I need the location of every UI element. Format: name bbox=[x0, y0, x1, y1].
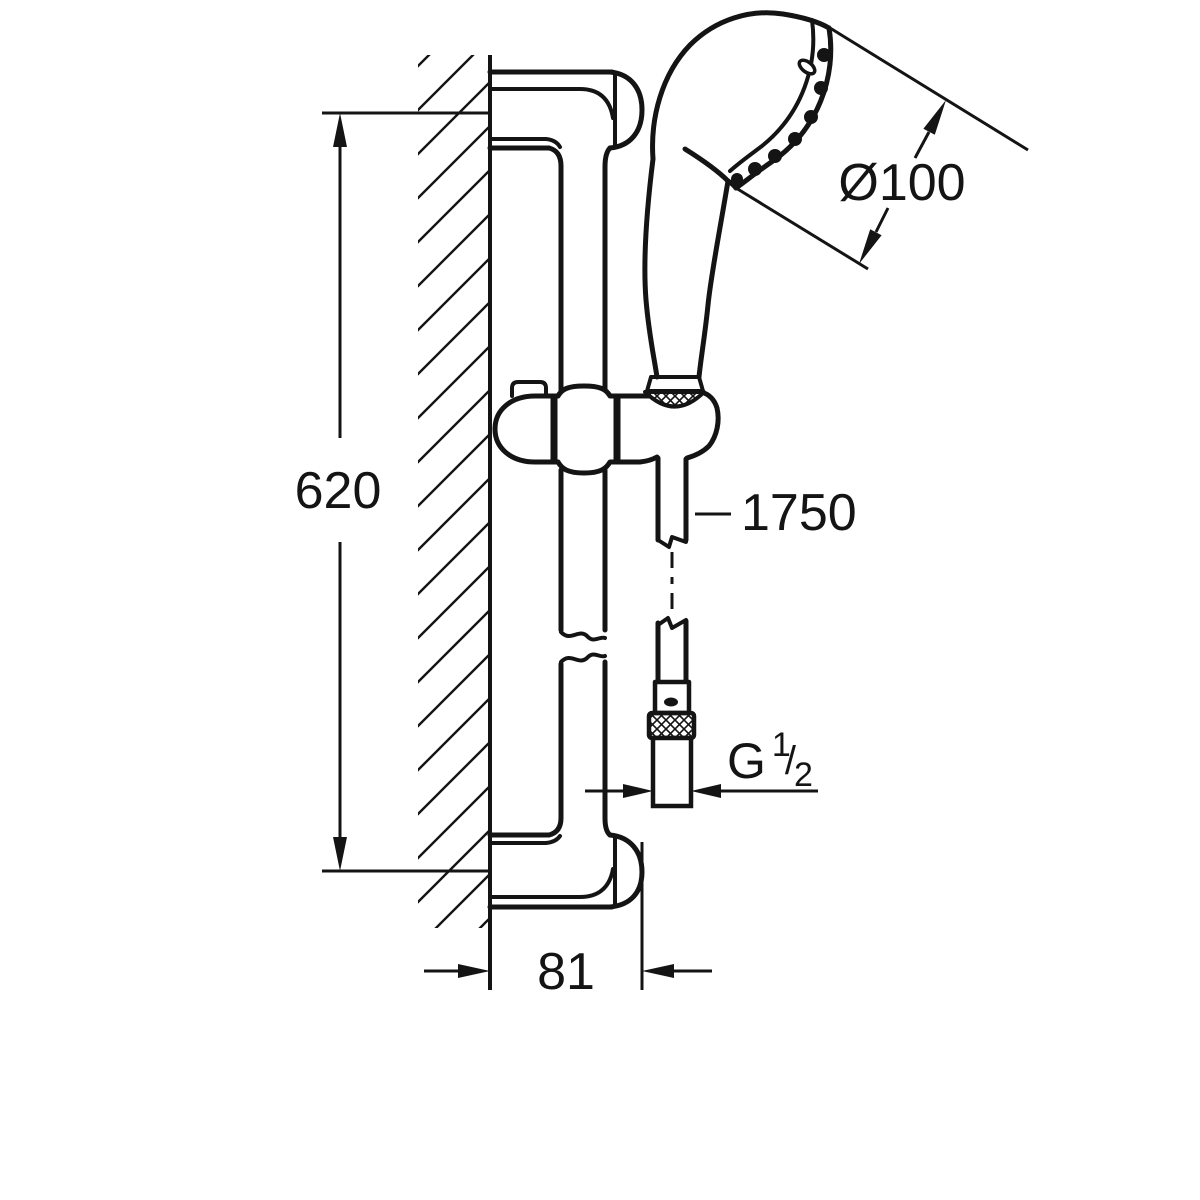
hand-shower bbox=[642, 10, 834, 409]
slider-bottom-edge bbox=[555, 454, 660, 476]
rail-left-edge-lower bbox=[546, 661, 564, 838]
rail-right-edge-lower bbox=[602, 659, 613, 838]
holder-right-lobe bbox=[684, 389, 721, 461]
hose-upper-section bbox=[655, 455, 689, 543]
thread-denominator: 2 bbox=[794, 756, 813, 794]
arrowhead-left-icon bbox=[691, 784, 721, 798]
hose-coupling-body bbox=[652, 679, 692, 716]
dimension-hose-length: 1750 bbox=[695, 484, 857, 542]
slider-left-cap bbox=[492, 393, 561, 465]
rail-left-edge-upper bbox=[546, 145, 564, 395]
top-bracket-inner-line bbox=[488, 87, 615, 120]
rail-mid-section bbox=[558, 467, 608, 633]
spray-nozzles bbox=[731, 48, 831, 185]
thread-slash: / bbox=[785, 739, 797, 783]
wall-section bbox=[418, 55, 492, 990]
bottom-bracket-top-inner-line bbox=[488, 834, 562, 845]
hose-break-lower-edge bbox=[656, 616, 688, 630]
shower-rail bbox=[487, 69, 645, 910]
arrowhead-left2-icon bbox=[642, 964, 674, 978]
slider-holder bbox=[492, 380, 721, 476]
handle-knurled-nut bbox=[643, 390, 706, 409]
rail-offset-label: 81 bbox=[537, 943, 595, 1001]
rail-break-lower-edge bbox=[559, 652, 607, 664]
arrowhead-down-icon bbox=[333, 837, 347, 871]
hose-thread-connector bbox=[650, 735, 694, 809]
dimension-head-diameter: Ø100 bbox=[735, 26, 1029, 271]
bottom-bracket-inner-line bbox=[488, 867, 615, 899]
handle-left-edge bbox=[642, 156, 660, 380]
head-pivot-hole bbox=[797, 58, 817, 76]
hose-knurled-nut bbox=[646, 710, 697, 741]
hose-break-upper-edge bbox=[656, 535, 688, 549]
arrowhead-right2-icon bbox=[458, 964, 490, 978]
top-bracket-bottom-inner-line bbox=[488, 137, 562, 149]
slider-top-edge bbox=[555, 383, 652, 399]
rail-height-label: 620 bbox=[295, 462, 382, 520]
wall-hatching bbox=[418, 55, 490, 928]
head-back-curve bbox=[650, 10, 832, 162]
arrowhead-lower-icon bbox=[859, 229, 882, 264]
extension-line-upper bbox=[829, 26, 1029, 152]
arrowhead-right-icon bbox=[623, 784, 653, 798]
thread-numerator: 1 bbox=[772, 726, 791, 764]
hose-length-label: 1750 bbox=[741, 484, 857, 542]
arrowhead-upper-icon bbox=[923, 100, 946, 135]
arrowhead-up-icon bbox=[333, 113, 347, 147]
dimension-rail-offset: 81 bbox=[424, 842, 712, 1001]
rail-right-edge-upper bbox=[602, 145, 613, 395]
head-face-rim bbox=[733, 25, 834, 191]
head-diameter-label: Ø100 bbox=[838, 154, 965, 212]
head-face-inner-line bbox=[728, 18, 816, 173]
handle-right-edge bbox=[696, 178, 731, 380]
slider-clamp-button bbox=[510, 380, 548, 398]
shower-hose bbox=[646, 455, 697, 809]
dimension-rail-height: 620 bbox=[295, 111, 490, 873]
coupling-detent-hole bbox=[664, 697, 678, 707]
dimension-line-diagonal bbox=[874, 131, 931, 233]
extension-line-lower bbox=[735, 186, 869, 271]
rail-break-upper-edge bbox=[559, 630, 607, 642]
top-bracket-dome bbox=[607, 69, 645, 151]
hose-lower-section bbox=[655, 618, 689, 685]
handle-nut-band bbox=[645, 375, 705, 393]
thread-g: G bbox=[727, 733, 766, 789]
